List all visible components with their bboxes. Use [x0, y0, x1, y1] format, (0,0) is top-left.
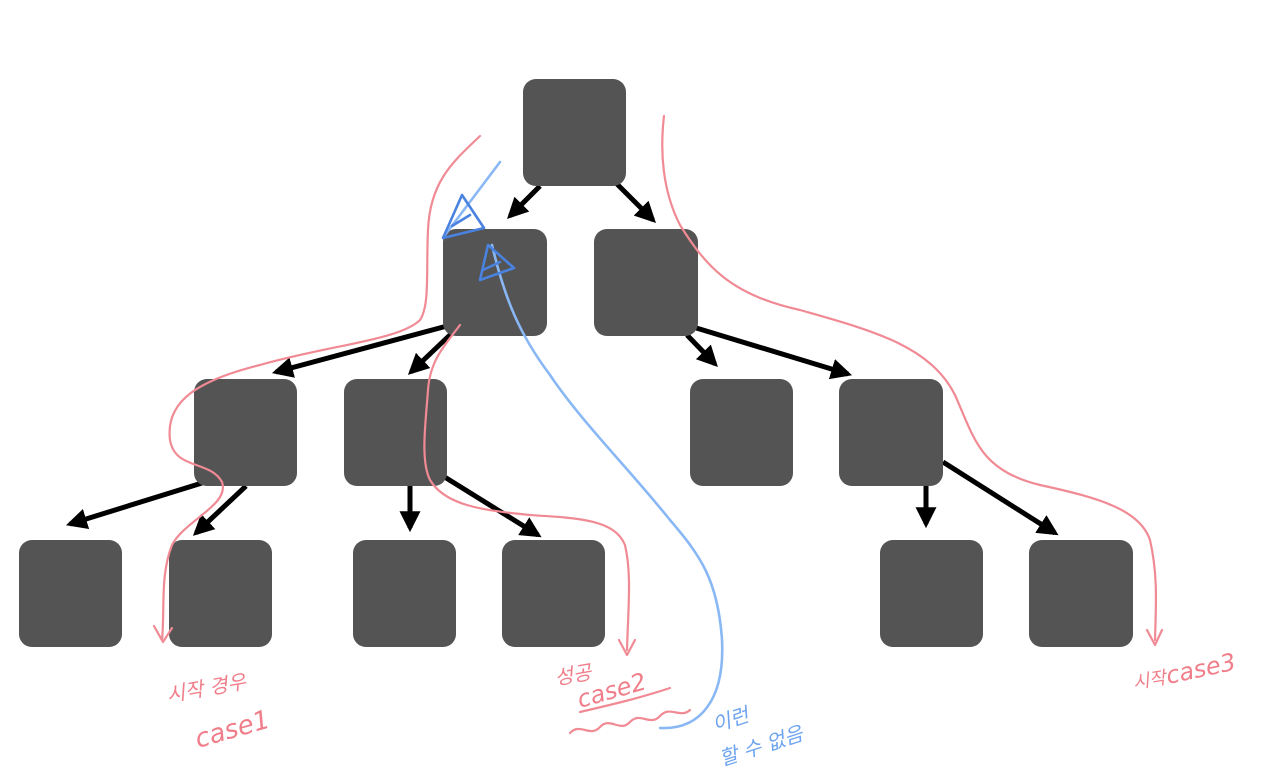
- edge-ll-a: [65, 480, 203, 530]
- tree-node-r1: [594, 229, 698, 336]
- case1-korean-label: 시작 경우: [165, 669, 249, 707]
- red-path-case1: [160, 134, 482, 642]
- tree-node-l2a: [194, 379, 297, 486]
- edge-r1-a: [685, 333, 718, 368]
- tree-edges: [65, 182, 1059, 538]
- blue-path-upper: [443, 160, 502, 237]
- edge-root-right: [615, 182, 656, 223]
- edge-l1-a: [271, 323, 448, 378]
- red-path-case2: [423, 323, 631, 652]
- tree-node-l2b: [344, 379, 447, 486]
- blue-arrowhead-upper: [441, 193, 486, 240]
- tree-node-l1: [443, 229, 547, 336]
- edge-ll-b: [192, 484, 248, 536]
- tree-node-leaf-1: [19, 540, 122, 647]
- case3-korean-label: 시작: [1131, 667, 1170, 694]
- tree-node-leaf-4: [502, 540, 605, 647]
- edge-root-left: [507, 184, 542, 219]
- blue-annotations: [441, 160, 724, 730]
- red-path-case3: [661, 114, 1158, 642]
- edge-lr-b: [441, 473, 542, 538]
- tree-node-r2b: [839, 379, 943, 486]
- tree-node-r2a: [690, 379, 793, 486]
- case1-label: case1: [192, 705, 274, 755]
- red-underline-case2: [578, 686, 672, 714]
- red-arrowhead-case2: [617, 638, 637, 657]
- edge-r1-b: [692, 324, 853, 380]
- tree-node-leaf-2: [169, 540, 272, 647]
- blue-arrowhead-lower: [478, 243, 516, 282]
- case3-label: case3: [1163, 648, 1238, 690]
- edge-l1-b: [407, 331, 454, 375]
- tree-node-leaf-6: [1029, 540, 1133, 647]
- red-arrowhead-case3: [1145, 628, 1164, 647]
- handwritten-labels: 시작 경우 case1 성공 case2 시작 case3 이런 할 수 없음: [165, 648, 1238, 771]
- tree-nodes: [19, 79, 1133, 647]
- tree-node-leaf-3: [353, 540, 456, 647]
- red-annotations: [152, 114, 1164, 735]
- edge-rr-b: [941, 459, 1059, 536]
- blue-note-line1: 이런: [709, 702, 754, 737]
- blue-return-path: [490, 243, 724, 730]
- red-arrowhead-case1: [152, 624, 174, 644]
- red-squiggle-case2: [568, 708, 692, 735]
- tree-node-leaf-5: [880, 540, 983, 647]
- tree-node-root: [523, 79, 626, 186]
